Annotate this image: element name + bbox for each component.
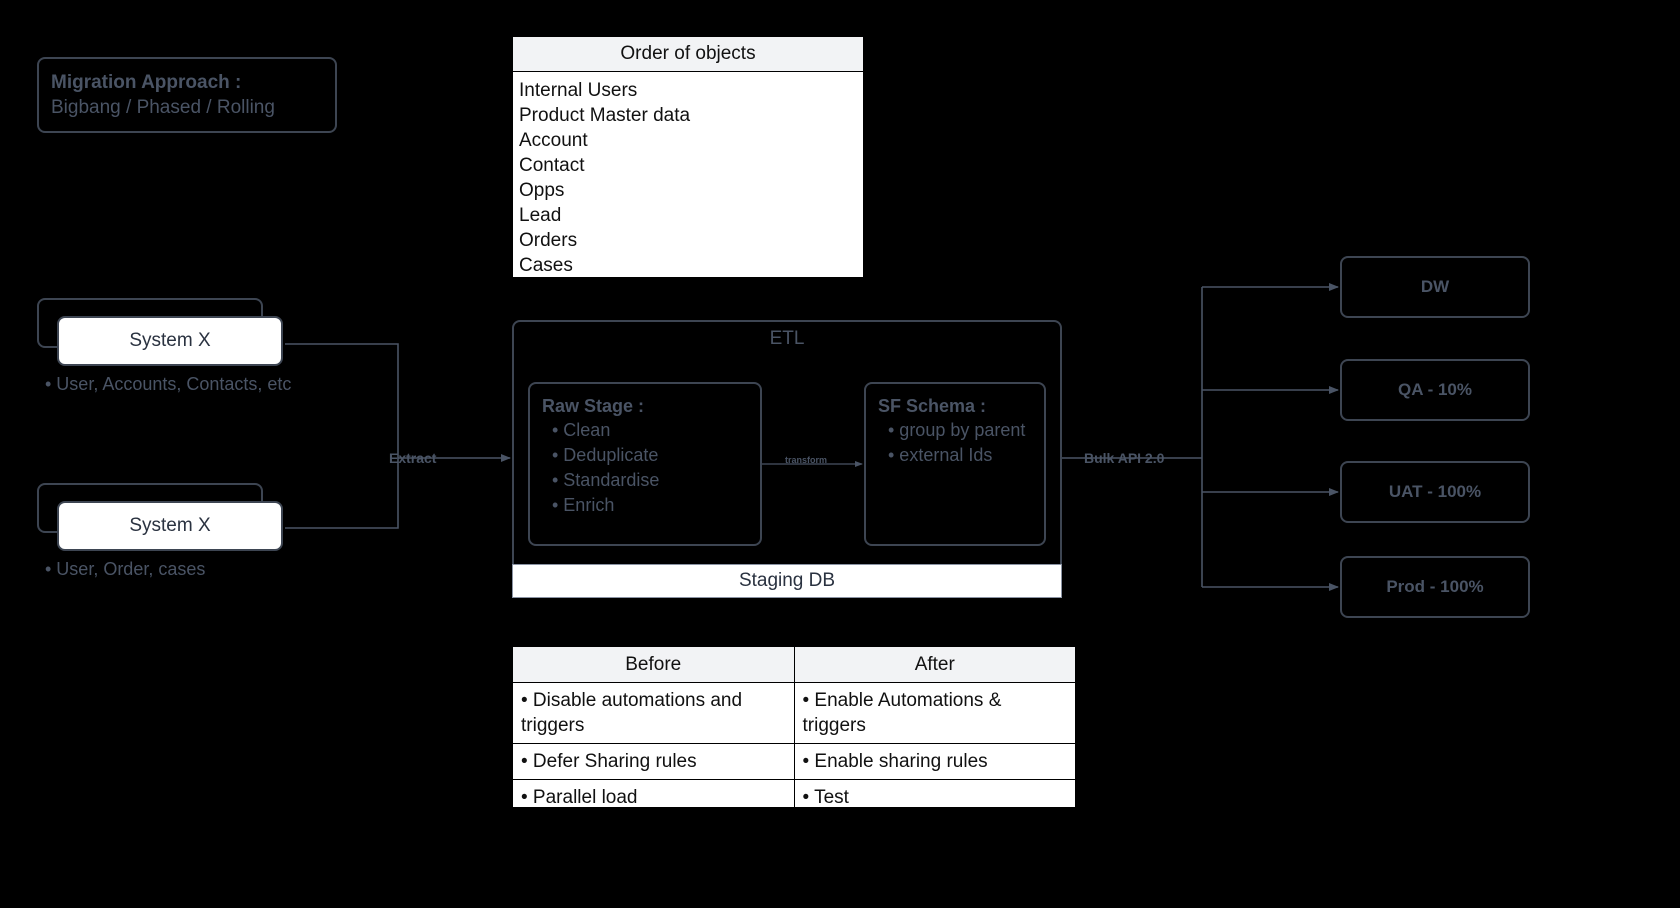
source-system-2: System X [37, 483, 287, 553]
edge-label-bulk-api: Bulk API 2.0 [1084, 450, 1165, 466]
etl-title: ETL [769, 328, 805, 349]
list-item: Orders [519, 230, 578, 251]
raw-stage-item: • Deduplicate [552, 445, 659, 465]
env-box-dw-label: DW [1420, 277, 1450, 296]
table-header-row: Before After [512, 646, 1076, 683]
edge-label-transform: transform [785, 455, 828, 465]
list-item: Cases [519, 255, 573, 276]
source-system-1-label: System X [57, 316, 283, 366]
raw-stage-item: • Clean [552, 420, 611, 440]
source-system-2-note: • User, Order, cases [45, 559, 206, 579]
env-box-uat-label: UAT - 100% [1388, 482, 1482, 501]
order-of-objects-header: Order of objects [513, 37, 863, 72]
migration-approach-title: Migration Approach : [51, 72, 242, 93]
order-of-objects-panel: Order of objects Internal Users Product … [512, 36, 864, 278]
staging-db-bar: Staging DB [512, 564, 1062, 598]
table-header-after: After [793, 646, 1076, 683]
sf-schema-box: SF Schema : • group by parent • external… [864, 382, 1046, 546]
list-item: Product Master data [519, 105, 691, 126]
migration-approach-subtitle: Bigbang / Phased / Rolling [51, 97, 275, 119]
list-item: Lead [519, 205, 562, 226]
sf-schema-title: SF Schema : [878, 396, 987, 416]
order-of-objects-list: Internal Users Product Master data Accou… [513, 72, 863, 278]
table-cell: • Test [793, 779, 1076, 816]
raw-stage-item: • Enrich [552, 495, 615, 515]
table-header-before: Before [512, 646, 795, 683]
edge-label-extract: Extract [389, 450, 437, 466]
source-system-2-label: System X [57, 501, 283, 551]
raw-stage-box: Raw Stage : • Clean • Deduplicate • Stan… [528, 382, 762, 546]
env-box-qa-label: QA - 10% [1397, 380, 1472, 399]
env-box-prod-label: Prod - 100% [1386, 577, 1484, 596]
migration-approach-box: Migration Approach : Bigbang / Phased / … [37, 57, 337, 133]
list-item: Opps [519, 180, 565, 201]
before-after-table: Before After • Disable automations and t… [511, 645, 1077, 816]
list-item: Account [519, 130, 588, 151]
raw-stage-title: Raw Stage : [542, 396, 645, 416]
table-cell: • Parallel load [512, 779, 795, 816]
raw-stage-item: • Standardise [552, 470, 660, 490]
sf-schema-item: • external Ids [888, 445, 993, 465]
source-system-1-note: • User, Accounts, Contacts, etc [45, 374, 292, 394]
table-cell: • Enable Automations & triggers [793, 682, 1076, 744]
table-cell: • Defer Sharing rules [512, 743, 795, 780]
table-row: • Disable automations and triggers • Ena… [512, 682, 1076, 744]
list-item: Contact [519, 155, 585, 176]
table-row: • Parallel load • Test [512, 779, 1076, 816]
sf-schema-item: • group by parent [888, 420, 1026, 440]
env-box-qa: QA - 10% [1340, 359, 1530, 421]
source-system-1: System X [37, 298, 287, 368]
table-cell: • Enable sharing rules [793, 743, 1076, 780]
table-cell: • Disable automations and triggers [512, 682, 795, 744]
env-box-dw: DW [1340, 256, 1530, 318]
list-item: Internal Users [519, 80, 638, 101]
env-box-uat: UAT - 100% [1340, 461, 1530, 523]
env-box-prod: Prod - 100% [1340, 556, 1530, 618]
table-row: • Defer Sharing rules • Enable sharing r… [512, 743, 1076, 780]
